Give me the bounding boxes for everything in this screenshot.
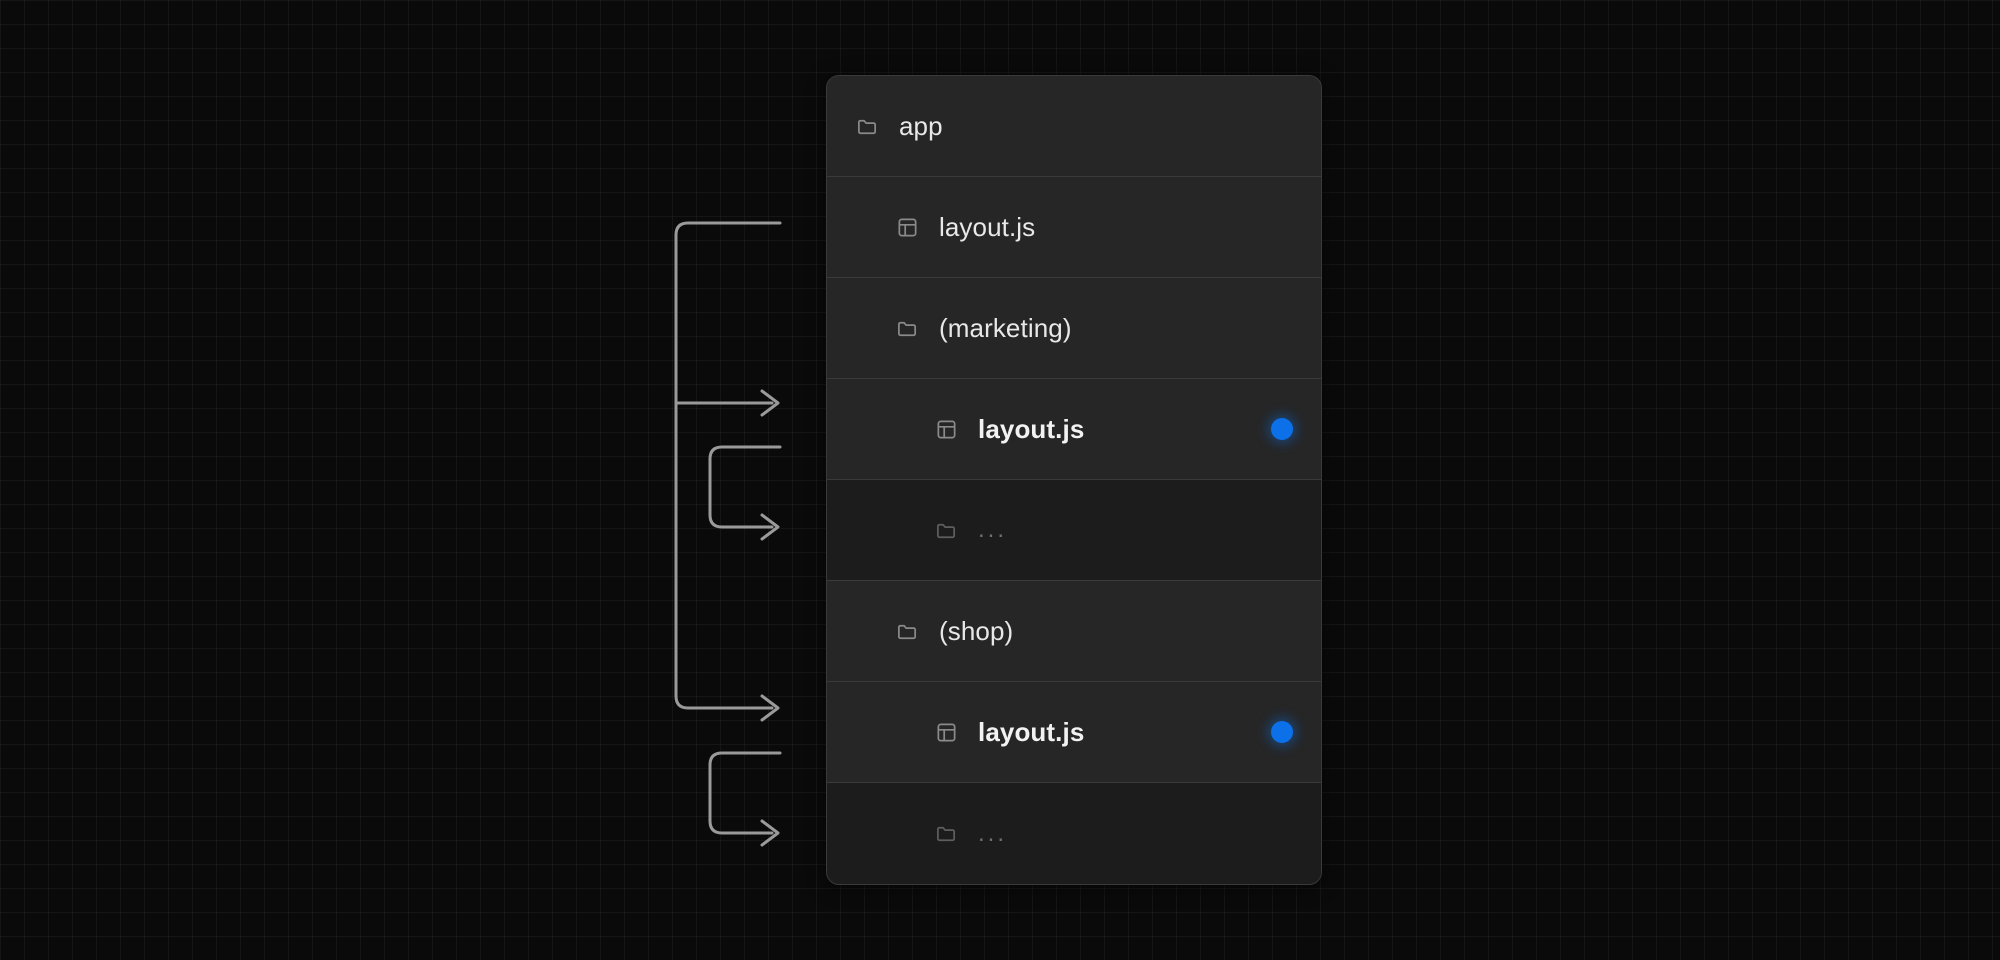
tree-row-label: (marketing) bbox=[939, 312, 1072, 343]
tree-row-label: layout.js bbox=[978, 413, 1085, 444]
tree-row[interactable]: ... bbox=[827, 480, 1321, 581]
tree-row-label: layout.js bbox=[939, 211, 1036, 242]
arrowhead-shop-children bbox=[760, 819, 780, 847]
connector-shop-layout-to-children bbox=[708, 751, 782, 835]
folder-icon bbox=[896, 620, 919, 643]
tree-row[interactable]: layout.js bbox=[827, 682, 1321, 783]
arrowhead-shop-layout bbox=[760, 694, 780, 722]
folder-icon bbox=[856, 115, 879, 138]
layout-icon bbox=[935, 418, 958, 441]
status-dot bbox=[1271, 721, 1293, 743]
layout-icon bbox=[935, 721, 958, 744]
folder-icon bbox=[935, 519, 958, 542]
tree-row-label: ... bbox=[978, 516, 1008, 543]
tree-row[interactable]: layout.js bbox=[827, 379, 1321, 480]
status-dot bbox=[1271, 418, 1293, 440]
tree-row[interactable]: app bbox=[827, 76, 1321, 177]
app-file-tree-card: app layout.js (marketing) bbox=[826, 75, 1322, 885]
folder-icon bbox=[935, 822, 958, 845]
folder-icon bbox=[896, 317, 919, 340]
tree-row-label: ... bbox=[978, 819, 1008, 847]
tree-row[interactable]: (shop) bbox=[827, 581, 1321, 682]
tree-row[interactable]: (marketing) bbox=[827, 278, 1321, 379]
arrowhead-marketing-layout bbox=[760, 389, 780, 417]
connector-root-trunk bbox=[674, 221, 782, 710]
arrowhead-marketing-children bbox=[760, 513, 780, 541]
tree-row[interactable]: ... bbox=[827, 783, 1321, 884]
tree-row-label: (shop) bbox=[939, 615, 1014, 646]
layout-icon bbox=[896, 216, 919, 239]
tree-row-label: app bbox=[899, 110, 943, 141]
tree-row-label: layout.js bbox=[978, 716, 1085, 747]
connector-marketing-layout-to-children bbox=[708, 445, 782, 529]
tree-row[interactable]: layout.js bbox=[827, 177, 1321, 278]
